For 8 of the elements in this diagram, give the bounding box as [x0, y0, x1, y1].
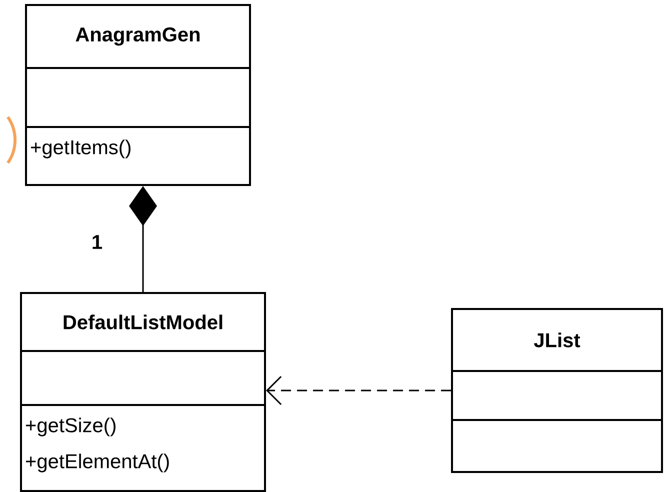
multiplicity-label: 1	[92, 235, 102, 249]
class-name: JList	[534, 332, 580, 348]
method-name: +getItems()	[30, 140, 130, 158]
class-name: AnagramGen	[76, 27, 200, 46]
method-name: +getElementAt()	[26, 454, 169, 472]
method-name: +getSize()	[26, 418, 116, 436]
class-name: DefaultListModel	[64, 314, 222, 330]
dependency-arrow	[266, 376, 451, 406]
